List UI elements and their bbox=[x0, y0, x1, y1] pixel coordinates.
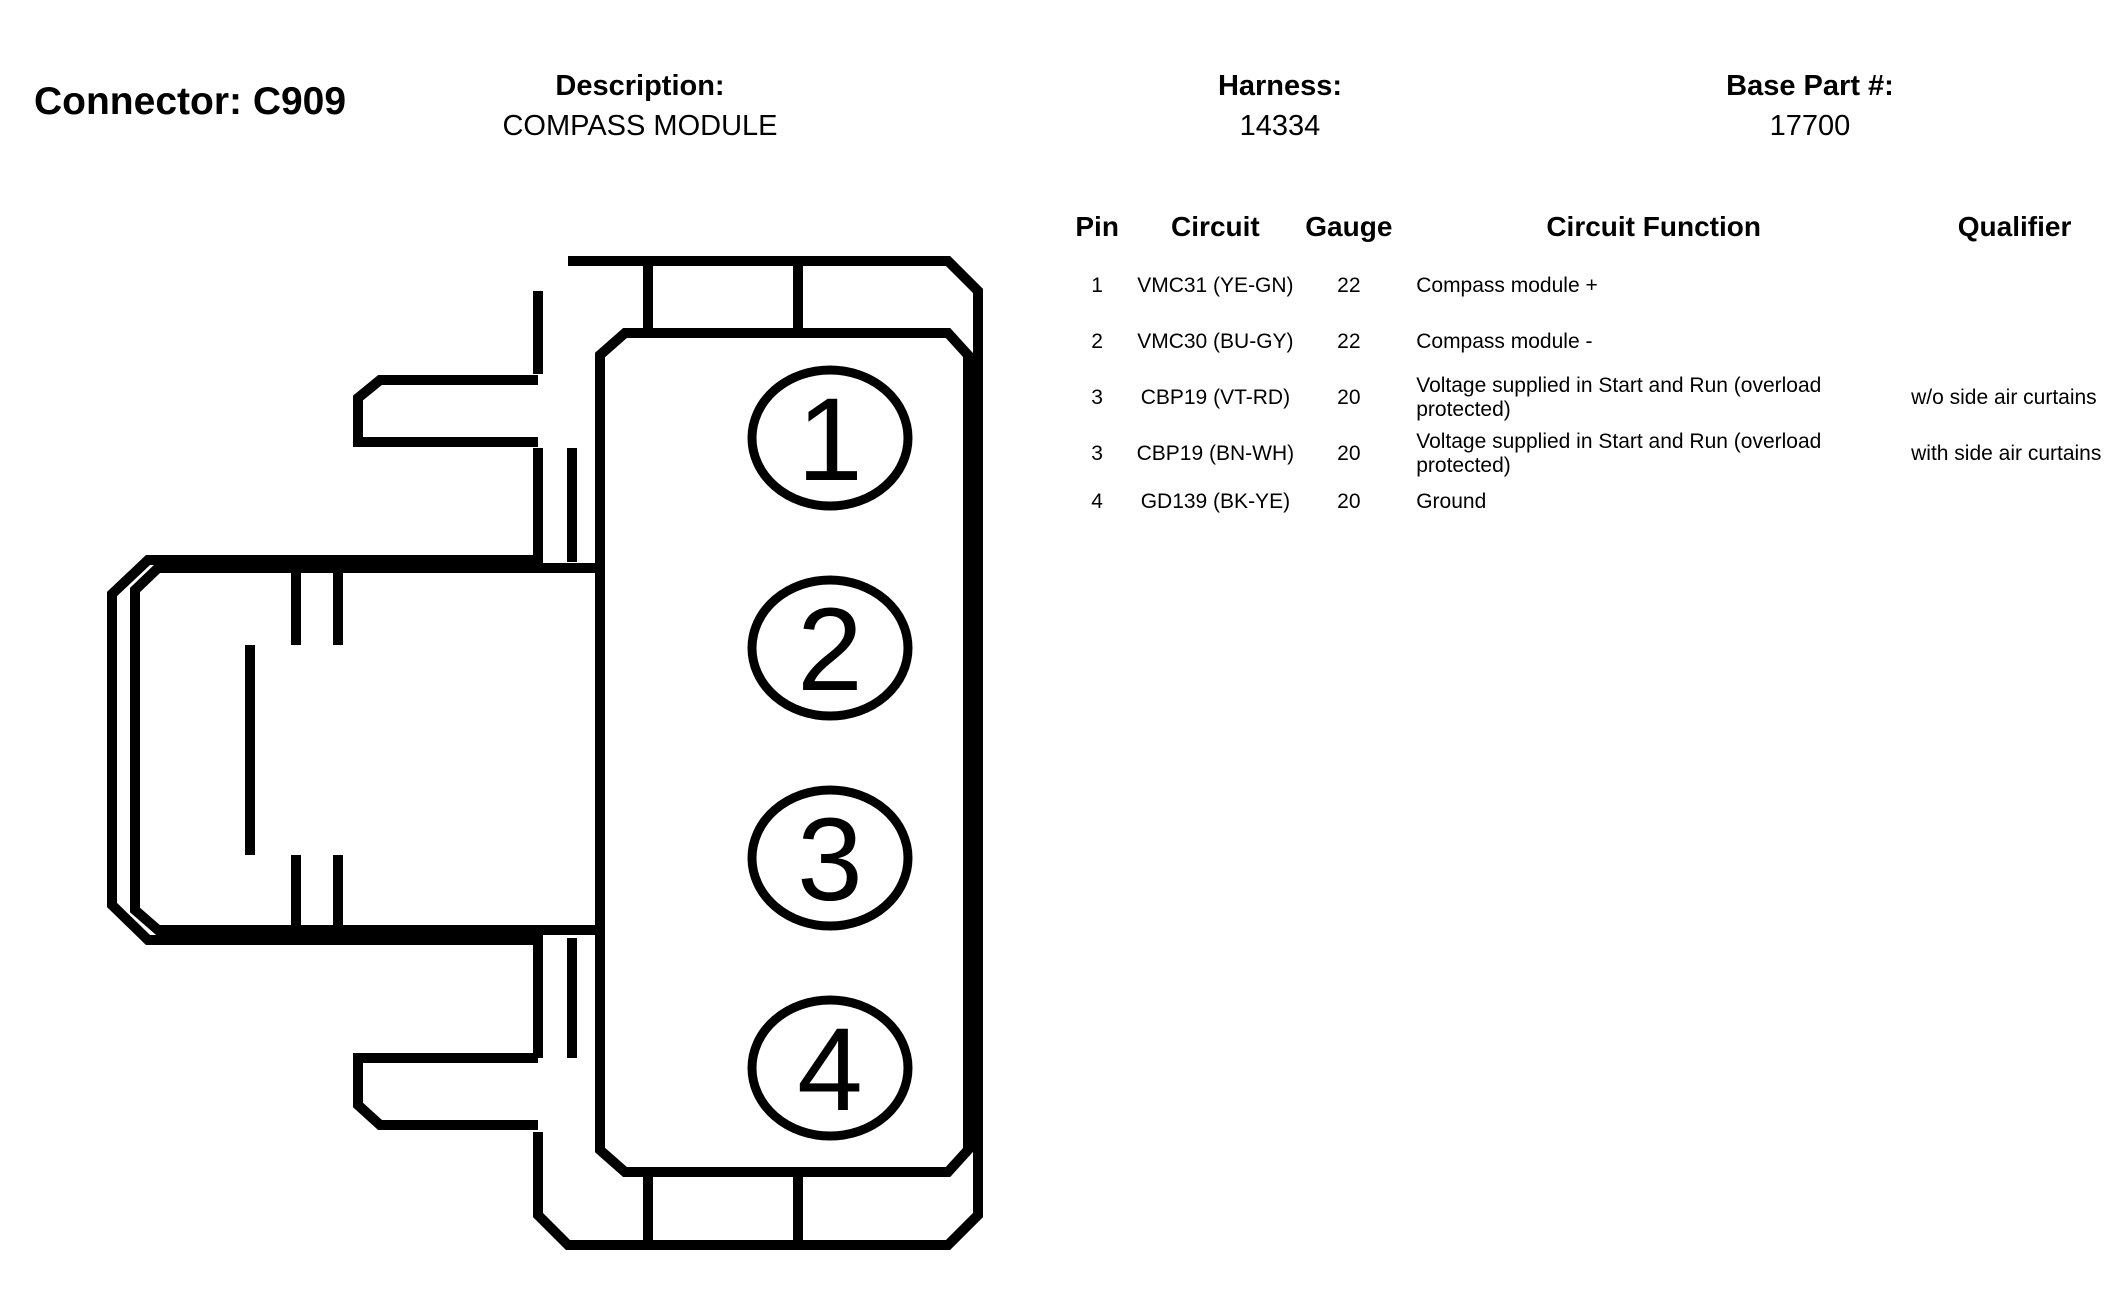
cell-circuit: VMC30 (BU-GY) bbox=[1137, 330, 1294, 353]
table-row: 1 VMC31 (YE-GN) 22 Compass module + bbox=[1065, 258, 2118, 314]
cell-pin: 1 bbox=[1091, 274, 1103, 297]
cell-function: Compass module - bbox=[1416, 330, 1593, 353]
connector-face-diagram: 1 2 3 4 bbox=[107, 256, 983, 1250]
table-row: 4 GD139 (BK-YE) 20 Ground bbox=[1065, 482, 2118, 522]
pin-cavity-4 bbox=[747, 995, 913, 1141]
pin-cavity-3 bbox=[747, 785, 913, 931]
pin-cavity-2 bbox=[747, 575, 913, 721]
base-part-label: Base Part #: bbox=[1726, 70, 1894, 102]
cell-gauge: 22 bbox=[1337, 330, 1361, 353]
pinout-table: Pin Circuit Gauge Circuit Function Quali… bbox=[1065, 206, 2118, 522]
pin-label-4: 4 bbox=[797, 1004, 863, 1136]
description-block: Description: COMPASS MODULE bbox=[440, 66, 840, 146]
cell-qualifier bbox=[1911, 258, 2118, 314]
cell-function: Ground bbox=[1416, 490, 1487, 513]
connector-latch-bottom bbox=[353, 1053, 538, 1130]
cell-gauge: 20 bbox=[1337, 442, 1361, 465]
pin-label-3: 3 bbox=[797, 794, 863, 926]
cell-circuit: CBP19 (VT-RD) bbox=[1140, 386, 1291, 409]
header-qualifier: Qualifier bbox=[1957, 211, 2072, 242]
cell-qualifier: w/o side air curtains bbox=[1911, 386, 2097, 409]
description-value: COMPASS MODULE bbox=[502, 110, 778, 142]
header-function: Circuit Function bbox=[1546, 211, 1761, 242]
cell-pin: 4 bbox=[1091, 490, 1103, 513]
connector-body-outer bbox=[107, 256, 983, 1250]
cell-circuit: VMC31 (YE-GN) bbox=[1137, 274, 1294, 297]
header-pin: Pin bbox=[1075, 211, 1119, 242]
harness-label: Harness: bbox=[1217, 70, 1343, 102]
cell-gauge: 20 bbox=[1337, 490, 1361, 513]
pin-label-1: 1 bbox=[797, 374, 863, 506]
pinout-header-row: Pin Circuit Gauge Circuit Function Quali… bbox=[1065, 206, 2118, 258]
harness-value: 14334 bbox=[1239, 110, 1321, 142]
cell-function: Compass module + bbox=[1416, 274, 1598, 297]
pin-label-2: 2 bbox=[797, 584, 863, 716]
cell-qualifier bbox=[1911, 482, 2118, 522]
harness-block: Harness: 14334 bbox=[1130, 66, 1430, 146]
cell-pin: 2 bbox=[1091, 330, 1103, 353]
connector-title: Connector: C909 bbox=[34, 80, 347, 123]
table-row: 3 CBP19 (BN-WH) 20 Voltage supplied in S… bbox=[1065, 426, 2118, 482]
cell-circuit: GD139 (BK-YE) bbox=[1140, 490, 1291, 513]
pin-cavity-1 bbox=[747, 365, 913, 511]
cell-qualifier bbox=[1911, 314, 2118, 370]
table-row: 3 CBP19 (VT-RD) 20 Voltage supplied in S… bbox=[1065, 370, 2118, 426]
cell-function: Voltage supplied in Start and Run (overl… bbox=[1416, 430, 1822, 477]
cell-function: Voltage supplied in Start and Run (overl… bbox=[1416, 374, 1822, 421]
base-part-block: Base Part #: 17700 bbox=[1660, 66, 1960, 146]
table-row: 2 VMC30 (BU-GY) 22 Compass module - bbox=[1065, 314, 2118, 370]
cell-qualifier: with side air curtains bbox=[1911, 442, 2102, 465]
cell-circuit: CBP19 (BN-WH) bbox=[1136, 442, 1295, 465]
cell-pin: 3 bbox=[1091, 386, 1103, 409]
connector-shroud-inner bbox=[130, 563, 600, 935]
connector-body-inner bbox=[595, 328, 973, 1177]
description-label: Description: bbox=[555, 70, 725, 102]
header-gauge: Gauge bbox=[1305, 211, 1393, 242]
header-circuit: Circuit bbox=[1171, 211, 1260, 242]
cell-gauge: 22 bbox=[1337, 274, 1361, 297]
cell-pin: 3 bbox=[1091, 442, 1103, 465]
base-part-value: 17700 bbox=[1769, 110, 1851, 142]
connector-latch-top bbox=[353, 375, 538, 447]
cell-gauge: 20 bbox=[1337, 386, 1361, 409]
